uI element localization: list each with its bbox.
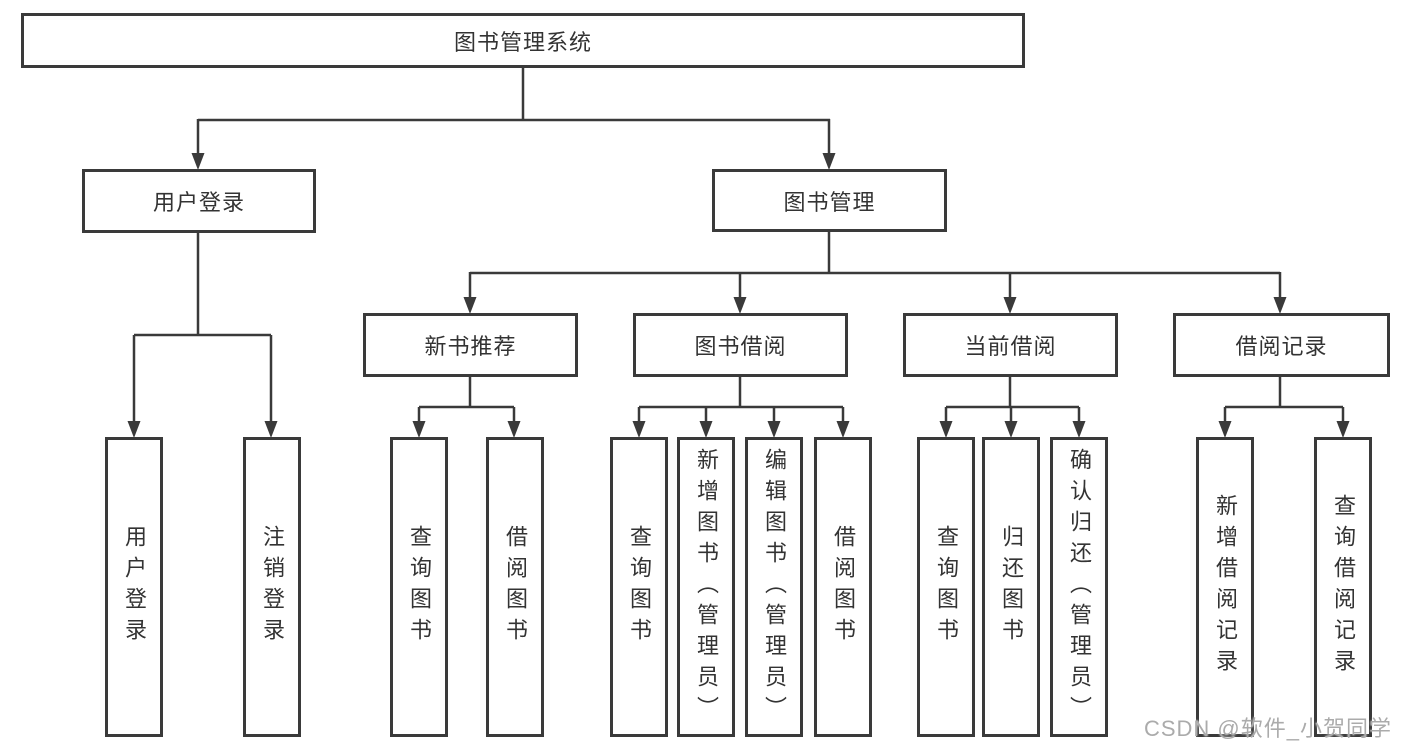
arrow-down-icon xyxy=(264,421,278,438)
node-user-login: 用户登录 xyxy=(82,169,316,233)
arrow-down-icon xyxy=(1273,297,1287,314)
arrow-down-icon xyxy=(463,297,477,314)
arrow-down-icon xyxy=(1003,297,1017,314)
node-borrowing-records: 借阅记录 xyxy=(1173,313,1390,377)
arrow-down-icon xyxy=(191,153,205,170)
csdn-watermark: CSDN @软件_小贺同学 xyxy=(1143,716,1392,741)
leaf-add-books-admin: 新增图书（管理员） xyxy=(677,437,735,737)
leaf-edit-books-admin: 编辑图书（管理员） xyxy=(745,437,803,737)
node-current-borrowing: 当前借阅 xyxy=(903,313,1118,377)
arrow-down-icon xyxy=(1004,421,1018,438)
leaf-borrow-books-recommend: 借阅图书 xyxy=(486,437,544,737)
leaf-query-borrow-record: 查询借阅记录 xyxy=(1314,437,1372,737)
leaf-query-books-recommend: 查询图书 xyxy=(390,437,448,737)
node-new-book-recommendation: 新书推荐 xyxy=(363,313,578,377)
leaf-logout: 注销登录 xyxy=(243,437,301,737)
arrow-down-icon xyxy=(733,297,747,314)
arrow-down-icon xyxy=(632,421,646,438)
leaf-add-borrow-record: 新增借阅记录 xyxy=(1196,437,1254,737)
arrow-down-icon xyxy=(939,421,953,438)
arrow-down-icon xyxy=(507,421,521,438)
node-book-borrowing: 图书借阅 xyxy=(633,313,848,377)
leaf-return-books: 归还图书 xyxy=(982,437,1040,737)
arrow-down-icon xyxy=(1072,421,1086,438)
leaf-user-login: 用户登录 xyxy=(105,437,163,737)
arrow-down-icon xyxy=(699,421,713,438)
leaf-borrow-books-borrowing: 借阅图书 xyxy=(814,437,872,737)
leaf-query-books-borrowing: 查询图书 xyxy=(610,437,668,737)
leaf-confirm-return-admin: 确认归还（管理员） xyxy=(1050,437,1108,737)
arrow-down-icon xyxy=(767,421,781,438)
arrow-down-icon xyxy=(127,421,141,438)
node-library-management-system: 图书管理系统 xyxy=(21,13,1025,68)
node-book-management: 图书管理 xyxy=(712,169,947,232)
arrow-down-icon xyxy=(1218,421,1232,438)
leaf-query-books-current: 查询图书 xyxy=(917,437,975,737)
arrow-down-icon xyxy=(1336,421,1350,438)
arrow-down-icon xyxy=(822,153,836,170)
arrow-down-icon xyxy=(836,421,850,438)
arrow-down-icon xyxy=(412,421,426,438)
